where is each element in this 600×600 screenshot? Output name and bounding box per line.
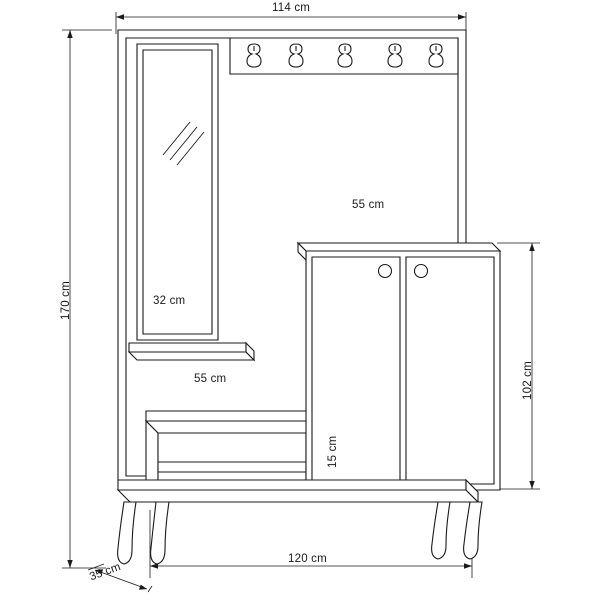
coat-hook: [246, 43, 444, 68]
label-top-width: 114 cm: [272, 2, 311, 14]
dimension-top-width: [115, 12, 467, 34]
mirror-panel: [136, 43, 219, 341]
mirror-shelf: [127, 341, 256, 362]
label-bench-width: 55 cm: [194, 373, 227, 385]
furniture-leg: [117, 501, 483, 565]
shoe-cabinet: [296, 241, 502, 491]
label-cabinet-width: 55 cm: [352, 199, 385, 211]
cabinet-knob: [377, 263, 429, 279]
label-base-width: 120 cm: [288, 553, 327, 565]
base-board: [116, 478, 480, 504]
dimension-depth: [87, 563, 153, 593]
label-total-height: 170 cm: [60, 281, 72, 320]
mirror-reflection-lines: [162, 121, 205, 166]
label-shelf-height: 15 cm: [327, 435, 339, 468]
label-mirror-width: 32 cm: [153, 295, 186, 307]
dimension-total-height: [62, 29, 112, 569]
label-cabinet-height: 102 cm: [522, 361, 534, 400]
